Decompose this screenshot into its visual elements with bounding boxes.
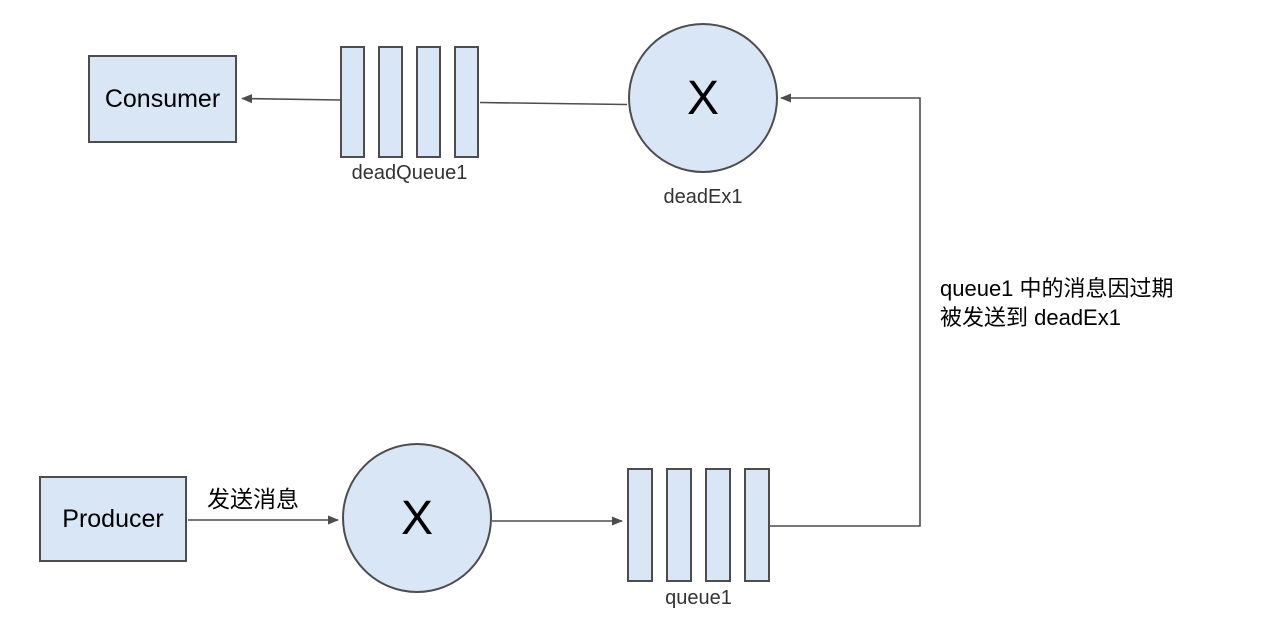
exchange-symbol: X: [400, 491, 433, 545]
consumer-label: Consumer: [104, 84, 221, 113]
dead-letter-note: queue1 中的消息因过期 被发送到 deadEx1: [940, 274, 1174, 332]
queue-segment: [744, 468, 770, 582]
dead-exchange-label: deadEx1: [663, 186, 743, 208]
queue-segment: [454, 46, 479, 158]
queue-segment: [340, 46, 365, 158]
queue1-label: queue1: [665, 587, 732, 609]
consumer-node: Consumer: [88, 55, 237, 143]
edge-deadqueue-to-consumer: [241, 94, 341, 104]
queue-segment: [666, 468, 692, 582]
send-message-label: 发送消息: [207, 486, 299, 512]
queue-segment: [416, 46, 441, 158]
dead-queue-node: [340, 46, 479, 158]
producer-label: Producer: [62, 504, 164, 533]
dead-letter-note-line1: queue1 中的消息因过期: [940, 276, 1174, 301]
dead-exchange-symbol: X: [686, 71, 719, 125]
dead-exchange-node: X: [628, 23, 778, 173]
queue-segment: [705, 468, 731, 582]
producer-node: Producer: [39, 476, 187, 562]
queue1-node: [627, 468, 770, 582]
edge-queue1-to-deadex: [770, 93, 921, 527]
dead-queue-label: deadQueue1: [351, 162, 468, 184]
exchange-node: X: [342, 443, 492, 593]
edge-deadex-to-deadqueue: [479, 101, 628, 106]
queue-segment: [378, 46, 403, 158]
queue-segment: [627, 468, 653, 582]
dead-letter-note-line2: 被发送到 deadEx1: [940, 305, 1121, 330]
